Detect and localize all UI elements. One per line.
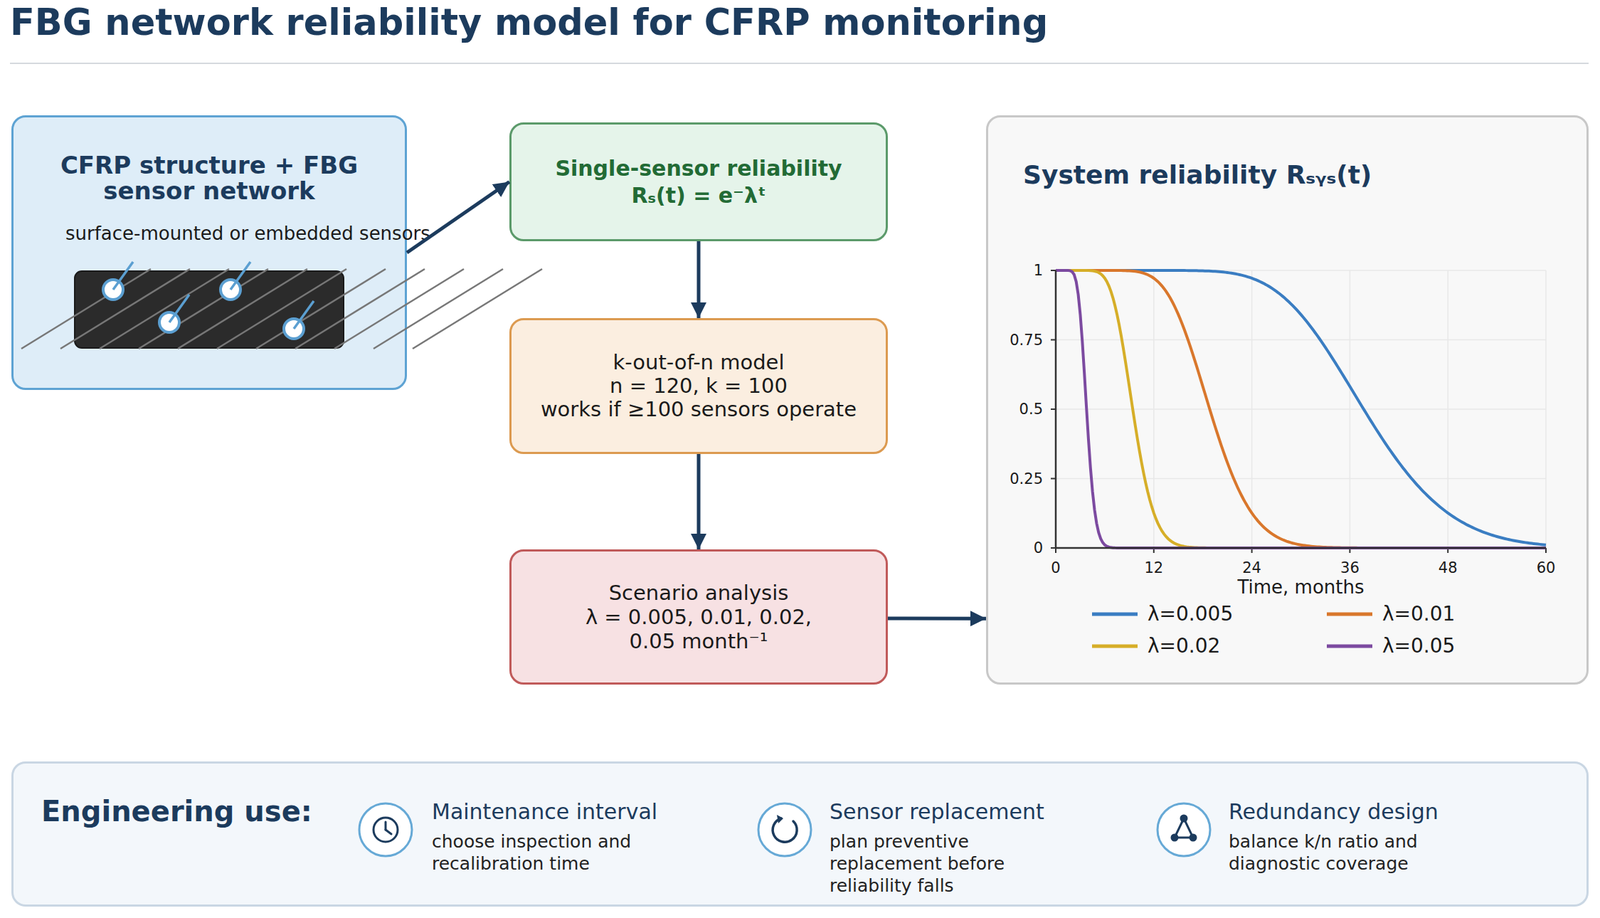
node-text: works if ≥100 sensors operate [540,397,857,422]
tick-label: 48 [1419,557,1477,578]
node-text: λ = 0.005, 0.01, 0.02, 0.05 month⁻¹ [581,604,817,654]
node-title: System reliability Rₛᵧₛ(t) [1023,160,1372,190]
node-text: Rₛ(t) = e⁻λᵗ [631,182,766,210]
tick-label: 0.75 [986,330,1043,351]
tick-label: 0.5 [986,399,1043,420]
process-box: Single-sensor reliabilityRₛ(t) = e⁻λᵗ [509,122,888,242]
node-text: Sensor replacement [829,798,1045,824]
usage-band: Engineering use: Maintenance interval choo… [11,761,1589,907]
chart-panel: System reliability Rₛᵧₛ(t) [986,115,1589,685]
structure-box: CFRP structure + FBG sensor networksurfa… [11,115,407,390]
legend-text: λ=0.005 [1147,601,1233,627]
process-box: k-out-of-n modeln = 120, k = 100works if… [509,318,888,454]
node-title: Engineering use: [41,794,313,828]
flow-arrow [697,453,701,550]
node-text: balance k/n ratio and diagnostic coverag… [1228,830,1464,875]
legend-text: λ=0.05 [1382,633,1455,659]
tick-label: 0 [1027,557,1085,578]
legend-text: λ=0.02 [1147,633,1221,659]
node-text: surface-mounted or embedded sensors [65,222,431,245]
flow-arrow [697,241,701,319]
process-box: Scenario analysisλ = 0.005, 0.01, 0.02, … [509,549,888,685]
node-text: choose inspection and recalibration time [431,830,667,875]
node-title: CFRP structure + FBG sensor network [13,152,405,204]
tick-label: 0.25 [986,468,1043,489]
node-title: k-out-of-n model [612,350,784,375]
flow-arrow [887,616,987,620]
legend-text: λ=0.01 [1382,601,1455,627]
tick-label: 1 [986,260,1043,281]
node-text: plan preventive replacement before relia… [829,830,1065,897]
node-title: Single-sensor reliability [554,155,842,183]
node-text: Redundancy design [1228,798,1439,824]
tick-label: 0 [986,537,1043,558]
node-text: Maintenance interval [431,798,658,824]
axis-title: Time, months [1194,575,1408,599]
diagram-title: FBG network reliability model for CFRP m… [9,1,1048,44]
title-rule [9,62,1589,65]
tick-label: 60 [1517,557,1575,578]
node-text: n = 120, k = 100 [609,374,788,398]
tick-label: 24 [1223,557,1281,578]
node-title: Scenario analysis [608,580,789,605]
tick-label: 12 [1125,557,1183,578]
tick-label: 36 [1321,557,1379,578]
